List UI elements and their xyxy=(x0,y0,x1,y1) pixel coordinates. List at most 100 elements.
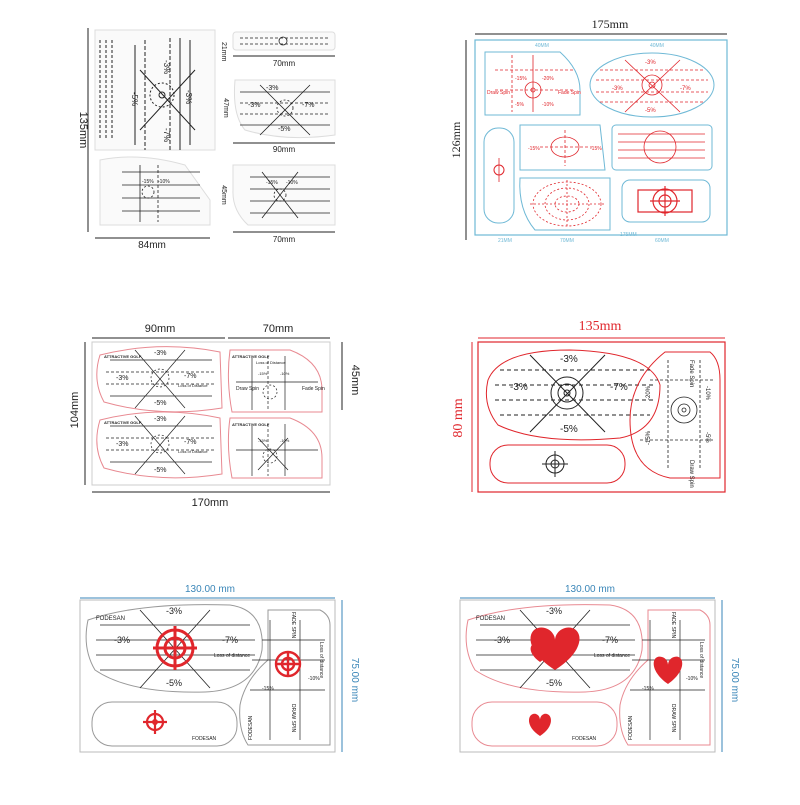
p2-bottom-sticker xyxy=(519,177,611,231)
p3-b-m5: -5% xyxy=(154,467,166,474)
p6-heart-small-icon xyxy=(529,713,551,736)
p2-fade: Fade Spin xyxy=(558,90,581,96)
p2-dim5: 175MM xyxy=(620,232,637,238)
p6-heel-loss: Loss of distance xyxy=(698,642,704,678)
p3-heel-m10-b: -10% xyxy=(280,438,290,443)
p1-oval-m5: -5% xyxy=(278,126,290,133)
p4-face-sticker xyxy=(485,349,661,441)
p5-brand-c: FODESAN xyxy=(192,736,217,742)
p5-heel-loss: Loss of distance xyxy=(318,642,324,678)
p2-m15: -15% xyxy=(515,76,527,82)
p5-heel-m15: -15% xyxy=(262,686,274,692)
p5-brand-a: FODESAN xyxy=(96,616,125,622)
panel4-sheet xyxy=(477,341,726,493)
panel2-width-label: 175mm xyxy=(592,17,629,31)
p1-heel-m15: -15% xyxy=(142,179,154,185)
p1-small-m15: -15% xyxy=(266,180,278,186)
p2-face-m3: -3% xyxy=(645,60,656,66)
panel1-heel-sticker xyxy=(99,156,211,226)
panel1-bot-w: 70mm xyxy=(273,235,296,244)
p3-b-m7: -7% xyxy=(184,439,196,446)
p6-pill-sticker xyxy=(471,701,618,747)
p1-heel-m10: -10% xyxy=(158,179,170,185)
p3-a-m3b: -3% xyxy=(116,375,128,382)
panel3-sheet xyxy=(91,341,331,486)
p5-face-sticker xyxy=(85,604,263,693)
panel4-width: 135mm xyxy=(579,319,622,334)
p4-m3b: -3% xyxy=(510,382,528,393)
p6-m3b: -3% xyxy=(494,635,510,645)
panel1-mid-w: 90mm xyxy=(273,145,296,154)
panel-4: 135mm 80 mm -3% -3% -7% -5% xyxy=(451,319,726,493)
p2-target-sticker xyxy=(621,179,711,223)
panel5-height: 75.00 mm xyxy=(349,658,360,702)
p5-pill-sticker xyxy=(91,701,238,747)
p4-m15: -15% xyxy=(646,430,652,445)
p5-loss: Loss of distance xyxy=(214,653,250,659)
p4-m5: -5% xyxy=(704,432,710,443)
panel3-side: 45mm xyxy=(349,365,361,396)
p5-fade: FADE SPIN xyxy=(290,612,296,639)
p3-heel-brand-a: ATTRACTIVE GOLF xyxy=(232,354,270,359)
p4-m7: -7% xyxy=(610,382,628,393)
p6-m3: -3% xyxy=(546,606,562,616)
p2-center-sticker xyxy=(519,124,606,171)
panel2-height-label: 126mm xyxy=(449,121,463,158)
panel-6: 130.00 mm 75.00 mm FODESAN -3% -3% -7% L… xyxy=(459,584,740,753)
p4-pill-sticker xyxy=(489,444,626,484)
p5-brand-b: FODESAN xyxy=(248,715,254,740)
panel3-height: 104mm xyxy=(69,392,81,429)
p6-brand-b: FODESAN xyxy=(628,715,634,740)
p3-heel-top: ATTRACTIVE GOLF Loss of Distance Draw Sp… xyxy=(227,349,325,413)
p5-m3: -3% xyxy=(166,606,182,616)
p1-oval-m3b: -3% xyxy=(248,102,260,109)
panel4-height: 80 mm xyxy=(451,398,466,437)
p6-heart-medium-icon xyxy=(653,656,683,684)
panel6-height: 75.00 mm xyxy=(729,658,740,702)
p6-brand-c: FODESAN xyxy=(572,736,597,742)
p3-heel-m10-a: -10% xyxy=(280,371,290,376)
p1-small-m10: -10% xyxy=(286,180,298,186)
p3-heel-fade-a: Fade Spin xyxy=(302,386,325,392)
p4-heel-sticker xyxy=(629,351,721,479)
p1-label-m7: -7% xyxy=(162,128,171,142)
p2-c-m15b: -15% xyxy=(590,146,602,152)
p3-brand-b: ATTRACTIVE GOLF xyxy=(104,420,142,425)
p3-a-m7: -7% xyxy=(184,373,196,380)
p2-face-m7: -7% xyxy=(680,86,691,92)
p2-m20: -20% xyxy=(542,76,554,82)
panel1-small-sticker xyxy=(232,164,336,226)
p5-m7: -7% xyxy=(222,635,238,645)
p5-m5: -5% xyxy=(166,678,182,688)
p3-a-m3: -3% xyxy=(154,350,166,357)
panel1-strip-sticker xyxy=(232,31,336,51)
panel1-top-w: 70mm xyxy=(273,59,296,68)
panel1-height-label: 135mm xyxy=(77,112,89,149)
panel-3: 90mm 70mm 104mm 45mm 170mm ATTRACTIVE GO… xyxy=(69,323,361,509)
p2-m5: -5% xyxy=(515,102,524,108)
p2-dim6: 60MM xyxy=(655,238,669,244)
panel6-width: 130.00 mm xyxy=(565,584,615,595)
p4-draw: Draw Spin xyxy=(688,460,694,488)
p5-heel-sticker xyxy=(239,609,331,746)
p6-m5: -5% xyxy=(546,678,562,688)
p3-heel-bottom: ATTRACTIVE GOLF -15% -10% xyxy=(227,417,323,479)
p2-face-sticker xyxy=(589,52,715,118)
panel5-width: 130.00 mm xyxy=(185,584,235,595)
p1-label-m3a: -3% xyxy=(162,60,171,74)
p1-oval-m7: -7% xyxy=(302,102,314,109)
p2-m10: -10% xyxy=(542,102,554,108)
panel1-width-label: 84mm xyxy=(138,240,166,251)
p2-dim1: 40MM xyxy=(535,43,549,49)
panel1-bot-h: 45mm xyxy=(220,185,227,205)
p4-m10: -10% xyxy=(704,386,710,401)
p3-b-loss: Loss of Distance xyxy=(178,449,208,454)
p6-face-sticker xyxy=(465,604,643,693)
p3-heel-draw-a: Draw Spin xyxy=(236,386,259,392)
p2-draw: Draw Spin xyxy=(487,90,510,96)
p3-brand-a: ATTRACTIVE GOLF xyxy=(104,354,142,359)
p5-m3b: -3% xyxy=(114,635,130,645)
panel3-total: 170mm xyxy=(192,497,229,509)
